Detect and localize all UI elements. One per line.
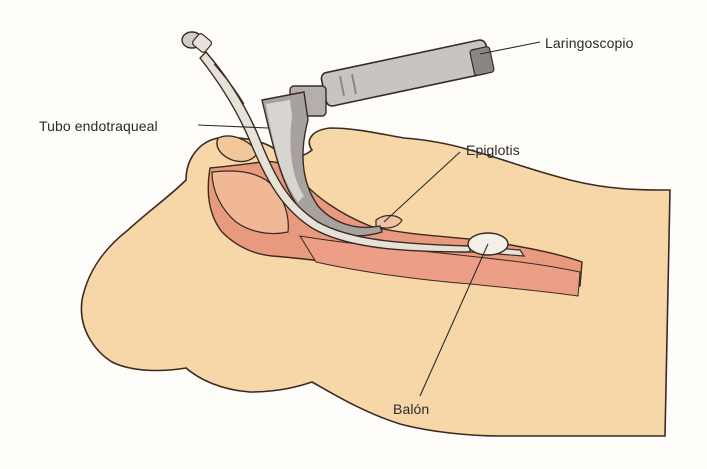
label-cuff: Balón <box>393 401 429 417</box>
label-laryngoscope: Laringoscopio <box>545 35 633 51</box>
label-endotracheal-tube: Tubo endotraqueal <box>39 118 158 134</box>
label-epiglottis: Epiglotis <box>466 142 520 158</box>
leader-tubo <box>198 125 268 128</box>
head-neck-silhouette <box>81 128 670 436</box>
